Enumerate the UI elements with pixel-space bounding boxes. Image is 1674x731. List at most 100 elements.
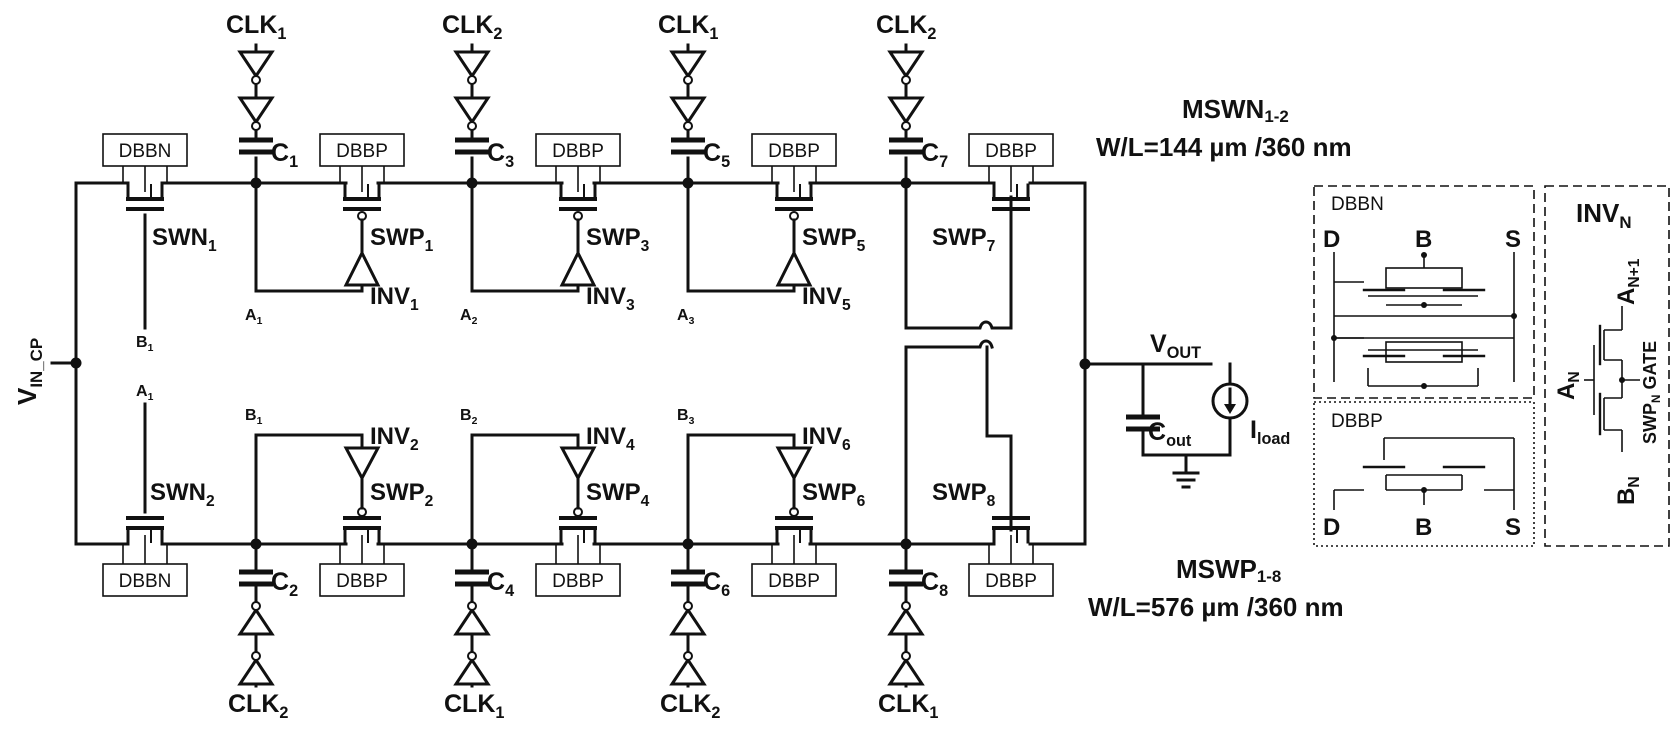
clk-bottom-1: CLK2	[228, 690, 288, 722]
junction-dot	[682, 538, 694, 550]
clk-buffer-bottom-3-b-bubble	[901, 601, 911, 611]
vout-label: VOUT	[1150, 330, 1201, 362]
cap-label-c3: C3	[487, 139, 514, 171]
gate-inverters	[343, 218, 813, 510]
top-switch-1	[343, 183, 381, 211]
junction-dot	[250, 538, 262, 550]
top-bias-box-label-3: DBBP	[768, 141, 820, 162]
bottom-bias-box-4	[968, 563, 1054, 597]
clock-labels-bottom: CLK2 CLK1 CLK2 CLK1	[228, 690, 938, 722]
clk-buffer-bottom-2-a-bubble	[683, 651, 693, 661]
clk-buffer-top-2-b	[669, 96, 707, 125]
junction-dots	[70, 177, 1091, 550]
bottom-bias-box-label-2: DBBP	[552, 571, 604, 592]
node-label-a2: A2	[460, 307, 478, 327]
dbbp-detail-b: B	[1415, 514, 1432, 541]
inv-top-2	[775, 249, 813, 287]
top-switch-2	[559, 183, 597, 211]
capacitor-labels: C1 C3 C5 C7 C2 C4 C6 C8	[271, 139, 948, 600]
top-bias-box-label-2: DBBP	[552, 141, 604, 162]
bottom-bias-box-2	[535, 563, 621, 597]
top-switch-3	[775, 183, 813, 211]
cap-label-c1: C1	[271, 139, 298, 171]
pump-capacitors	[239, 137, 923, 587]
switch-label-swp5: SWP5	[802, 224, 866, 255]
node-label-a1-bottom: A1	[136, 383, 154, 403]
dbbp-detail-d: D	[1323, 514, 1340, 541]
invn-detail-an: AN	[1553, 371, 1583, 400]
switch-label-swn2: SWN2	[150, 479, 215, 510]
bottom-switch-1	[343, 516, 381, 544]
switch-label-swp8: SWP8	[932, 479, 996, 510]
node-label-a1: A1	[245, 307, 263, 327]
top-switch-0	[126, 183, 164, 211]
clock-buffers	[237, 50, 925, 686]
clk-buffer-bottom-1-b-bubble	[467, 601, 477, 611]
clk-buffer-bottom-1-a	[453, 657, 491, 686]
node-label-b1-top: B1	[136, 334, 154, 354]
clk-buffer-top-2-a-bubble	[683, 75, 693, 85]
top-bias-box-0	[102, 133, 188, 167]
mswn-size: W/L=144 µm /360 nm	[1096, 132, 1352, 162]
clk-buffer-top-0-a-bubble	[251, 75, 261, 85]
clk-buffer-bottom-0-a-bubble	[251, 651, 261, 661]
junction-dot	[1079, 358, 1091, 370]
invn-detail-an1: AN+1	[1613, 258, 1643, 305]
clk-buffer-bottom-2-b	[669, 607, 707, 636]
bottom-switch-2	[559, 516, 597, 544]
cap-label-c4: C4	[487, 568, 514, 600]
bottom-switch-4	[992, 516, 1030, 544]
clk-buffer-top-3-a	[887, 50, 925, 79]
clk-top-2: CLK2	[442, 11, 502, 43]
switch-label-swn1: SWN1	[152, 224, 217, 255]
clk-buffer-top-0-a	[237, 50, 275, 79]
bottom-switch-0	[126, 516, 164, 544]
inv-label-5: INV5	[802, 283, 851, 314]
clk-buffer-top-0-b	[237, 96, 275, 125]
clk-buffer-top-1-b	[453, 96, 491, 125]
invn-detail-bn: BN	[1613, 476, 1643, 505]
clk-bottom-4: CLK1	[878, 690, 938, 722]
clk-top-4: CLK2	[876, 11, 936, 43]
clk-buffer-bottom-3-a-bubble	[901, 651, 911, 661]
clk-buffer-bottom-1-b	[453, 607, 491, 636]
cap-label-c6: C6	[703, 568, 730, 600]
clk-top-3: CLK1	[658, 11, 718, 43]
cap-label-c5: C5	[703, 139, 730, 171]
node-label-b1: B1	[245, 407, 263, 427]
inv-label-6: INV6	[802, 423, 851, 454]
invn-detail-title: INVN	[1576, 198, 1632, 232]
dbbn-detail-s: S	[1505, 226, 1521, 253]
inv-bottom-2	[775, 446, 813, 482]
cap-label-c8: C8	[921, 568, 948, 600]
dbbp-detail-panel: DBBP D B S	[1313, 401, 1535, 547]
junction-dot	[466, 538, 478, 550]
node-label-a3: A3	[677, 307, 695, 327]
switch-label-swp2: SWP2	[370, 479, 434, 510]
mswp-title: MSWP1-8	[1176, 554, 1281, 586]
mswp-size: W/L=576 µm /360 nm	[1088, 592, 1344, 622]
vin-label: VIN_CP	[12, 338, 46, 405]
clock-labels-top: CLK1 CLK2 CLK1 CLK2	[226, 11, 936, 43]
cout-label: Cout	[1148, 418, 1192, 450]
bottom-bias-box-label-3: DBBP	[768, 571, 820, 592]
bottom-bias-box-label-4: DBBP	[985, 571, 1037, 592]
switch-label-swp6: SWP6	[802, 479, 866, 510]
dbbn-detail-b: B	[1415, 226, 1432, 253]
clk-buffer-bottom-0-b-bubble	[251, 601, 261, 611]
inv-top-1	[559, 249, 597, 287]
junction-dot	[250, 177, 262, 189]
junction-dot	[70, 357, 82, 369]
cap-label-c7: C7	[921, 139, 948, 171]
switch-label-swp1: SWP1	[370, 224, 434, 255]
clk-buffer-bottom-1-a-bubble	[467, 651, 477, 661]
clk-bottom-3: CLK2	[660, 690, 720, 722]
clk-buffer-top-0-b-bubble	[251, 121, 261, 131]
inv-bottom-1	[559, 446, 597, 482]
node-labels: B1 A1 A2 A3 A1 B1 B2 B3	[136, 307, 695, 427]
junction-dot	[900, 538, 912, 550]
top-bias-box-2	[535, 133, 621, 167]
switch-labels: SWN1 SWP1 SWP3 SWP5 SWP7 SWN2 SWP2 SWP4 …	[150, 224, 996, 510]
